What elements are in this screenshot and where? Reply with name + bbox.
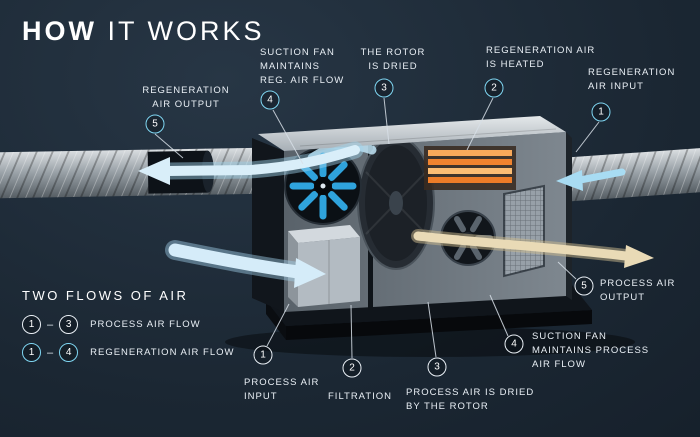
callout-label-process-air-dried: PROCESS AIR IS DRIED BY THE ROTOR (406, 387, 535, 412)
legend-heading: TWO FLOWS OF AIR (22, 288, 189, 303)
legend-label-regeneration: REGENERATION AIR FLOW (90, 347, 235, 358)
callout-badge-regeneration-air-heated: 2 (484, 78, 504, 98)
legend-dash: – (47, 318, 54, 331)
regen-output-arrow (138, 141, 364, 185)
electrical-cabinet (288, 225, 360, 307)
legend-dash: – (47, 346, 54, 359)
legend-badge-process-to: 3 (59, 315, 79, 334)
callout-badge-process-air-output: 5 (574, 276, 594, 296)
duct-right (550, 147, 700, 203)
callout-badge-regeneration-air-input: 1 (591, 102, 611, 122)
callout-label-process-air-input: PROCESS AIR INPUT (244, 377, 320, 402)
callout-label-suction-fan-process: SUCTION FAN MAINTAINS PROCESS AIR FLOW (532, 331, 650, 370)
callout-label-rotor-is-dried: THE ROTOR IS DRIED (360, 47, 426, 72)
legend: TWO FLOWS OF AIR 1 – 3 PROCESS AIR FLOW … (22, 288, 234, 371)
leader-lines (154, 97, 600, 359)
legend-badge-process-from: 1 (22, 315, 41, 334)
dehumidifier-unit (252, 116, 592, 340)
callout-label-process-air-output: PROCESS AIR OUTPUT (600, 278, 676, 303)
filter-panel (503, 184, 545, 278)
page-title: HOW IT WORKS (22, 16, 265, 47)
callout-badge-process-air-dried: 3 (427, 357, 447, 377)
callout-badge-filtration: 2 (342, 358, 362, 378)
callout-badge-regeneration-air-output: 5 (145, 114, 165, 134)
regen-input-arrow (556, 168, 626, 191)
callout-label-regeneration-air-input: REGENERATION AIR INPUT (588, 67, 676, 92)
heater (424, 146, 516, 190)
airflow-arrows (138, 141, 654, 288)
callout-badge-suction-fan-reg: 4 (260, 90, 280, 110)
callout-label-suction-fan-reg: SUCTION FAN MAINTAINS REG. AIR FLOW (260, 47, 345, 86)
legend-badge-regen-from: 1 (22, 343, 41, 362)
legend-label-process: PROCESS AIR FLOW (90, 319, 201, 330)
process-input-arrow (165, 240, 326, 288)
callout-badge-process-air-input: 1 (253, 345, 273, 365)
callout-label-regeneration-air-heated: REGENERATION AIR IS HEATED (486, 45, 596, 70)
callout-badge-suction-fan-process: 4 (504, 334, 524, 354)
process-output-arrow (411, 229, 654, 268)
callout-badge-rotor-is-dried: 3 (374, 78, 394, 98)
callout-label-regeneration-air-output: REGENERATION AIR OUTPUT (142, 85, 230, 110)
legend-badge-regen-to: 4 (59, 343, 79, 362)
page-title-rest: IT WORKS (96, 16, 265, 46)
rotor (357, 136, 435, 270)
legend-row-process: 1 – 3 PROCESS AIR FLOW (22, 315, 234, 334)
page-title-emphasis: HOW (22, 16, 97, 46)
callout-label-filtration: FILTRATION (328, 391, 393, 402)
legend-row-regeneration: 1 – 4 REGENERATION AIR FLOW (22, 343, 234, 362)
